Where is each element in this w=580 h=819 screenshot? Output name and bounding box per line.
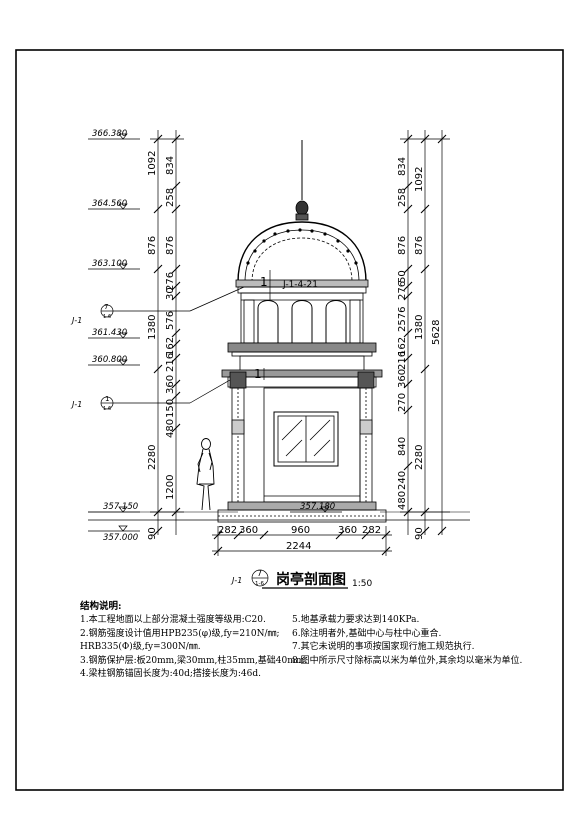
- right-inner-dim-12: 240: [397, 471, 408, 490]
- right-dimension-text: 834 258 876 50 276 2576 162 216 360 270 …: [397, 157, 442, 540]
- right-outer-dim-3: 1380: [414, 315, 425, 340]
- callout-top-sheet: 1-6: [103, 314, 111, 320]
- bottom-dimension-text: 282 360 960 360 282 2244: [218, 525, 381, 552]
- note-item: 7.其它未说明的事项按国家现行施工规范执行.: [292, 642, 475, 652]
- left-inner-dim-6: 576: [165, 311, 176, 330]
- left-outer-dim-4: 2280: [147, 445, 158, 470]
- left-dimension-text: 1092 876 1380 2280 90 834 258 876 276 30…: [147, 151, 176, 540]
- right-dimension-lines: [400, 130, 450, 536]
- bottom-dim-1: 282: [218, 525, 237, 536]
- sheet-border: [15, 49, 564, 791]
- right-outer-dim-2: 876: [414, 236, 425, 255]
- note-item: 6.除注明者外,基础中心与柱中心重合.: [292, 628, 442, 639]
- right-inner-dim-9: 360: [397, 369, 408, 388]
- right-inner-dim-3: 876: [397, 236, 408, 255]
- left-outer-dim-1: 1092: [147, 151, 158, 176]
- notes-right-column: 5.地基承载力要求达到140KPa. 6.除注明者外,基础中心与柱中心重合. 7…: [292, 614, 580, 668]
- callout-bottom-prefix: J-1: [70, 400, 82, 409]
- room-mark-lower: 1: [254, 367, 262, 381]
- window: [273, 411, 339, 467]
- bottom-dim-5: 282: [362, 525, 381, 536]
- drawing-scale: 1:50: [352, 579, 372, 589]
- finial: [295, 200, 309, 216]
- right-outer-dim-1: 1092: [414, 167, 425, 192]
- elev-label-5: 360.800: [92, 355, 127, 365]
- title-symbol-sheet: 1-6: [255, 581, 264, 587]
- elev-label-8: 357.180: [300, 502, 335, 512]
- title-symbol-num: 7: [257, 569, 262, 578]
- elev-label-2: 364.560: [92, 199, 127, 209]
- note-item: 2.钢筋强度设计值用HPB235(φ)级,fy=210N/㎜;: [80, 628, 280, 639]
- left-inner-dim-9: 360: [165, 375, 176, 394]
- right-inner-dim-2: 258: [397, 188, 408, 207]
- right-inner-dim-13: 480: [397, 491, 408, 510]
- note-item: 5.地基承载力要求达到140KPa.: [292, 615, 420, 625]
- bottom-dim-2: 360: [239, 525, 258, 536]
- elev-label-6: 357.150: [103, 502, 138, 512]
- callout-bottom-sheet: 1-6: [103, 406, 111, 412]
- left-inner-dim-2: 258: [165, 188, 176, 207]
- dome: [237, 221, 367, 283]
- bottom-dim-3: 960: [291, 525, 310, 536]
- booth-section: [217, 140, 387, 523]
- right-inner-dim-6: 2576: [397, 307, 408, 332]
- upper-cornice: [227, 342, 377, 353]
- callout-top-num: 7: [104, 303, 108, 311]
- right-outer-dim-4: 2280: [414, 445, 425, 470]
- bottom-dim-4: 360: [338, 525, 357, 536]
- note-item: 3.钢筋保护层:板20mm,梁30mm,柱35mm,基础40mm.: [80, 655, 308, 666]
- left-inner-dim-10: 150: [165, 399, 176, 418]
- notes-left-column: 1.本工程地面以上部分混凝土强度等级用:C20. 2.钢筋强度设计值用HPB23…: [80, 614, 308, 682]
- left-inner-dim-11: 480: [165, 419, 176, 438]
- elevation-marks: [88, 133, 342, 532]
- section-label: J-1-4-21: [282, 280, 318, 290]
- right-outer-dim-5: 90: [414, 527, 425, 540]
- note-item: 4.梁柱钢筋锚固长度为:40d;搭接长度为:46d.: [80, 669, 261, 679]
- left-inner-dim-5: 30: [165, 287, 176, 300]
- structural-notes: 结构说明: 1.本工程地面以上部分混凝土强度等级用:C20. 2.钢筋强度设计值…: [70, 600, 570, 700]
- left-inner-dim-3: 876: [165, 236, 176, 255]
- bottom-total-dim: 2244: [286, 541, 311, 552]
- elev-label-3: 363.100: [92, 259, 127, 269]
- left-inner-dim-4: 276: [165, 272, 176, 291]
- bottom-dimension-lines: [212, 526, 392, 556]
- right-inner-dim-7: 162: [397, 337, 408, 356]
- right-inner-dim-8: 216: [397, 351, 408, 370]
- elev-label-4: 361.430: [92, 328, 127, 338]
- drawing-title: 岗亭剖面图: [276, 571, 346, 588]
- note-item: 1.本工程地面以上部分混凝土强度等级用:C20.: [80, 615, 266, 625]
- annotations: [100, 270, 348, 589]
- elev-label-1: 366.380: [92, 129, 127, 139]
- right-inner-dim-11: 840: [397, 437, 408, 456]
- right-inner-dim-4: 50: [397, 270, 408, 283]
- left-inner-dim-1: 834: [165, 156, 176, 175]
- callout-bottom-num: 1: [105, 395, 109, 403]
- notes-title: 结构说明:: [80, 601, 122, 612]
- right-total-dim: 5628: [431, 320, 442, 345]
- callout-top-prefix: J-1: [70, 316, 82, 325]
- left-outer-dim-3: 1380: [147, 315, 158, 340]
- right-inner-dim-5: 276: [397, 281, 408, 300]
- labels: J-1-4-21 1 1 J-1 7 1-6 J-1 1 1-6 J-1 7 1…: [70, 275, 372, 589]
- title-prefix: J-1: [230, 576, 242, 585]
- left-dimension-lines: [150, 130, 184, 536]
- note-item: HRB335(Φ)级,fy=300N/㎜.: [80, 642, 201, 652]
- elevation-labels: 366.380 364.560 363.100 361.430 360.800 …: [92, 129, 335, 543]
- left-outer-dim-2: 876: [147, 236, 158, 255]
- human-figure: [196, 438, 215, 511]
- right-inner-dim-1: 834: [397, 157, 408, 176]
- note-item: 8.图中所示尺寸除标高以米为单位外,其余均以毫米为单位.: [292, 655, 523, 666]
- room-mark-upper: 1: [260, 275, 268, 289]
- left-outer-dim-5: 90: [147, 527, 158, 540]
- arcade: [240, 292, 364, 344]
- elev-label-7: 357.000: [103, 533, 138, 543]
- left-inner-dim-12: 1200: [165, 475, 176, 500]
- left-inner-dim-8: 216: [165, 353, 176, 372]
- right-inner-dim-10: 270: [397, 393, 408, 412]
- left-inner-dim-7: 162: [165, 337, 176, 356]
